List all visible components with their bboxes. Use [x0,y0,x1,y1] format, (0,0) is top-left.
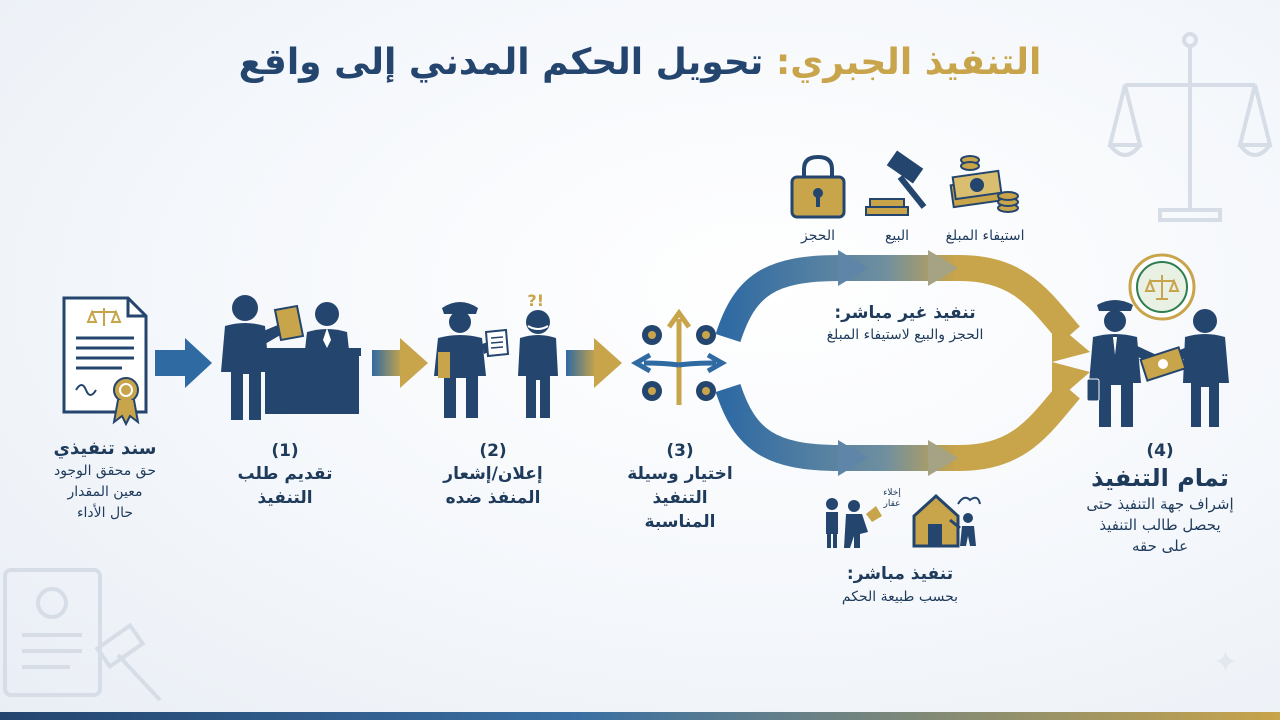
step-1-caption: (1) تقديم طلب التنفيذ [215,440,355,510]
step-4-line-1: إشراف جهة التنفيذ حتى [1086,495,1234,513]
icon-label-seizure: الحجز [801,228,835,244]
document-gavel-watermark-icon [3,568,162,702]
step-4-number: (4) [1146,441,1174,461]
cash-stack-icon [949,155,1019,213]
step-3-line-3: المناسبة [644,512,716,532]
icon-label-sale: البيع [884,228,910,244]
authority-seal-icon [1128,253,1196,321]
padlock-icon [790,154,846,219]
step-4-title: تمام التنفيذ [1091,464,1229,492]
step-1-line-2: التنفيذ [257,488,313,508]
step-4-line-3: على حقه [1131,537,1189,555]
notify-officer-icon: !? [434,291,558,418]
document-title: سند تنفيذي [53,438,157,459]
gavel-icon [865,150,927,216]
step-3-line-1: اختيار وسيلة [627,464,733,484]
step-2-line-2: المنفذ ضده [445,488,541,508]
step-2-caption: (2) إعلان/إشعار المنفذ ضده [418,440,568,510]
eviction-icon [826,498,882,548]
sparkle-icon: ✦ [1212,645,1238,680]
step-4-caption: (4) تمام التنفيذ إشراف جهة التنفيذ حتى ي… [1060,440,1260,557]
step-4-line-2: يحصل طالب التنفيذ [1099,516,1221,534]
lower-branch-arrow [715,381,1080,471]
title-main: تحويل الحكم المدني إلى واقع [238,42,764,83]
arrow-step2-to-step3 [566,338,622,388]
eviction-badge-line2: عقار [883,499,901,509]
arrow-doc-to-step1 [155,338,212,388]
document-line-3: حال الأداء [76,505,134,521]
icon-label-collect: استيفاء المبلغ [945,228,1025,244]
step-3-caption: (3) اختيار وسيلة التنفيذ المناسبة [610,440,750,534]
indirect-subtitle: الحجز والبيع لاستيفاء المبلغ [826,327,984,343]
gears-choice-icon [630,308,728,405]
step-3-number: (3) [666,441,694,461]
scales-watermark-icon [1107,32,1273,222]
eviction-badge: إخلاء عقار [877,488,907,510]
step-3-line-2: التنفيذ [652,488,708,508]
svg-text:!?: !? [527,291,544,310]
demolition-icon [912,493,981,548]
step-2-number: (2) [479,441,507,461]
submit-request-desk-icon [221,295,361,420]
title-highlight: التنفيذ الجبري: [775,42,1042,83]
document-caption: سند تنفيذي حق محقق الوجود معين المقدار ح… [20,437,190,524]
indirect-title: تنفيذ غير مباشر: [834,303,976,323]
eviction-badge-line1: إخلاء [883,488,901,498]
direct-title: تنفيذ مباشر: [846,564,954,584]
bottom-accent-bar [0,712,1280,720]
document-line-1: حق محقق الوجود [53,463,157,479]
certificate-document-icon [62,296,148,427]
step-1-number: (1) [271,441,299,461]
step-1-line-1: تقديم طلب [237,464,333,484]
arrow-step1-to-step2 [372,338,428,388]
document-line-2: معين المقدار [67,484,143,500]
direct-subtitle: بحسب طبيعة الحكم [841,589,959,605]
handover-officer-icon [1086,300,1229,427]
page-title: التنفيذ الجبري: تحويل الحكم المدني إلى و… [0,42,1280,83]
step-2-line-1: إعلان/إشعار [443,464,543,484]
